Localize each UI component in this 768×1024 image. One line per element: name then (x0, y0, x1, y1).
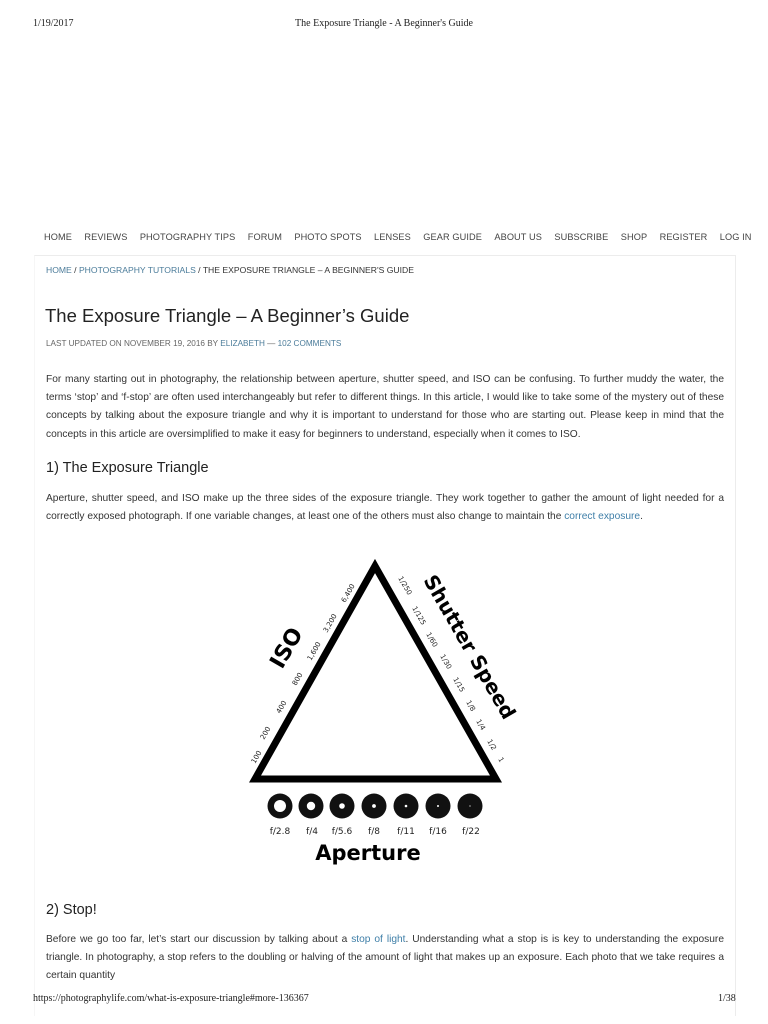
shutter-value: 1/2 (485, 738, 498, 752)
meta-dash: — (264, 339, 278, 348)
aperture-value: f/4 (306, 827, 318, 837)
main-nav: HOME REVIEWS PHOTOGRAPHY TIPS FORUM PHOT… (44, 232, 764, 242)
breadcrumb-separator: / (71, 265, 79, 275)
shutter-value: 1/15 (451, 676, 466, 694)
nav-register[interactable]: REGISTER (659, 232, 708, 242)
section-1-paragraph: Aperture, shutter speed, and ISO make up… (46, 490, 724, 526)
stop-of-light-link[interactable]: stop of light (351, 934, 406, 945)
breadcrumb: HOME / PHOTOGRAPHY TUTORIALS / THE EXPOS… (46, 265, 414, 275)
section-2-paragraph: Before we go too far, let’s start our di… (46, 931, 724, 986)
print-page-number: 1/38 (718, 993, 736, 1004)
shutter-value: 1/60 (424, 631, 439, 649)
nav-shop[interactable]: SHOP (620, 232, 648, 242)
nav-gear-guide[interactable]: GEAR GUIDE (423, 232, 482, 242)
aperture-icons (267, 793, 483, 819)
print-header: 1/19/2017 The Exposure Triangle - A Begi… (0, 18, 768, 32)
section-2-text: Before we go too far, let’s start our di… (46, 934, 352, 945)
print-title: The Exposure Triangle - A Beginner's Gui… (295, 18, 473, 29)
correct-exposure-link[interactable]: correct exposure (564, 511, 641, 523)
aperture-value: f/8 (368, 827, 380, 837)
shutter-value: 1/250 (396, 575, 413, 596)
aperture-value: f/5.6 (332, 827, 353, 837)
nav-subscribe[interactable]: SUBSCRIBE (554, 232, 609, 242)
nav-photo-spots[interactable]: PHOTO SPOTS (294, 232, 362, 242)
nav-home[interactable]: HOME (44, 232, 72, 242)
exposure-triangle-figure: ISO 100 200 400 800 1,600 3,200 6,400 Sh… (249, 558, 521, 865)
iso-label: ISO (266, 623, 309, 673)
print-url: https://photographylife.com/what-is-expo… (33, 993, 309, 1004)
nav-log-in[interactable]: LOG IN (719, 232, 752, 242)
iso-value: 200 (259, 725, 273, 741)
nav-lenses[interactable]: LENSES (374, 232, 411, 242)
breadcrumb-separator: / (195, 265, 203, 275)
meta-updated: LAST UPDATED ON NOVEMBER 19, 2016 BY (46, 339, 221, 348)
breadcrumb-current: THE EXPOSURE TRIANGLE – A BEGINNER'S GUI… (202, 265, 414, 275)
nav-photography-tips[interactable]: PHOTOGRAPHY TIPS (139, 232, 236, 242)
print-date: 1/19/2017 (33, 18, 74, 29)
nav-forum[interactable]: FORUM (247, 232, 282, 242)
nav-reviews[interactable]: REVIEWS (84, 232, 128, 242)
iso-value: 400 (275, 699, 289, 715)
section-1-heading: 1) The Exposure Triangle (46, 460, 209, 476)
section-2-text-end: . Understanding what a stop is is key to… (46, 934, 724, 982)
aperture-value: f/11 (397, 827, 415, 837)
section-1-text-end: . (640, 511, 643, 523)
content-card (34, 255, 736, 1016)
iso-value: 800 (291, 671, 305, 687)
shutter-value: 1 (496, 756, 505, 764)
aperture-value: f/2.8 (270, 827, 291, 837)
shutter-value: 1/4 (474, 718, 487, 732)
nav-about-us[interactable]: ABOUT US (494, 232, 542, 242)
aperture-value: f/16 (429, 827, 447, 837)
section-2-heading: 2) Stop! (46, 902, 97, 918)
author-link[interactable]: ELIZABETH (220, 339, 265, 348)
comments-link[interactable]: 102 COMMENTS (277, 339, 342, 348)
intro-paragraph: For many starting out in photography, th… (46, 374, 724, 440)
page-title: The Exposure Triangle – A Beginner’s Gui… (45, 305, 410, 326)
section-1-text: Aperture, shutter speed, and ISO make up… (46, 493, 724, 523)
shutter-value: 1/125 (410, 605, 427, 626)
exposure-triangle-diagram: ISO 100 200 400 800 1,600 3,200 6,400 Sh… (230, 548, 540, 873)
breadcrumb-category-link[interactable]: PHOTOGRAPHY TUTORIALS (78, 265, 196, 275)
shutter-value: 1/8 (464, 699, 477, 713)
aperture-label: Aperture (315, 841, 420, 865)
breadcrumb-home-link[interactable]: HOME (46, 265, 72, 275)
article-meta: LAST UPDATED ON NOVEMBER 19, 2016 BY ELI… (46, 339, 341, 348)
shutter-value: 1/30 (438, 653, 453, 671)
aperture-value: f/22 (462, 827, 480, 837)
